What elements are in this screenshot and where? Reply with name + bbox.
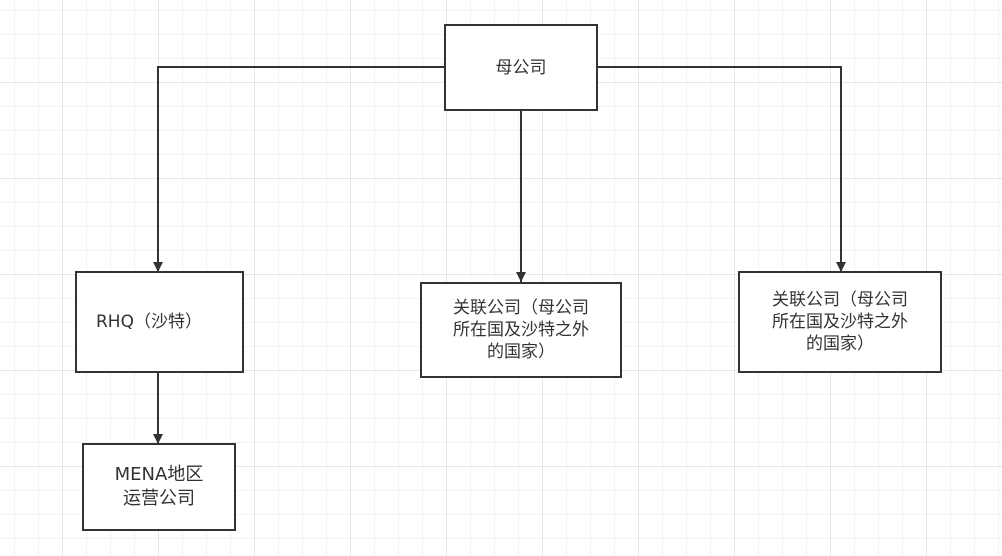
node-mena-operating-company[interactable]: MENA地区 运营公司 xyxy=(82,443,236,531)
node-parent-company[interactable]: 母公司 xyxy=(444,24,598,111)
node-label: 母公司 xyxy=(495,57,547,78)
node-affiliate-2[interactable]: 关联公司（母公司 所在国及沙特之外 的国家） xyxy=(738,271,942,373)
node-affiliate-1[interactable]: 关联公司（母公司 所在国及沙特之外 的国家） xyxy=(420,282,622,378)
node-label: MENA地区 运营公司 xyxy=(114,464,204,509)
edge-parent-to-rhq xyxy=(153,66,445,272)
edge-parent-to-affiliate2 xyxy=(597,66,846,272)
node-label: RHQ（沙特） xyxy=(96,312,202,332)
node-label: 关联公司（母公司 所在国及沙特之外 的国家） xyxy=(772,290,908,354)
node-rhq-saudi[interactable]: RHQ（沙特） xyxy=(75,271,244,373)
node-label: 关联公司（母公司 所在国及沙特之外 的国家） xyxy=(453,298,589,362)
